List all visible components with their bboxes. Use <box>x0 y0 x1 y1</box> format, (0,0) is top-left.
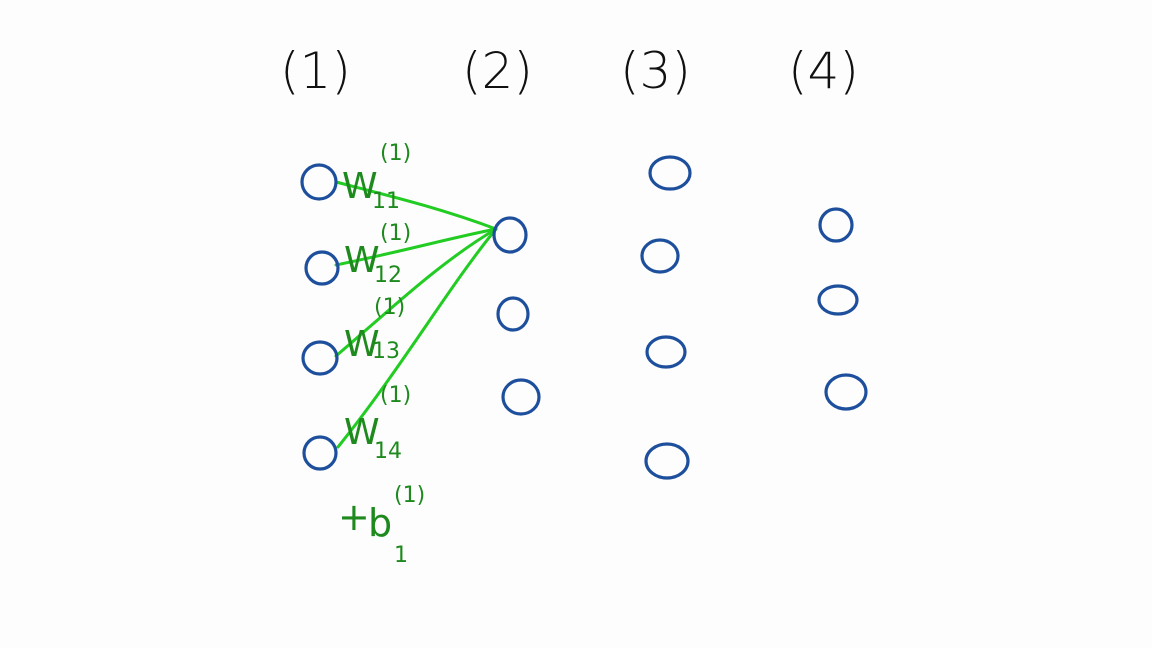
weight-label-w13: W 13 (1) <box>344 295 405 365</box>
node-l3-1 <box>648 155 692 191</box>
node-l1-3 <box>301 340 339 376</box>
weight-subscript: 12 <box>374 263 402 288</box>
edge-w12 <box>334 227 498 267</box>
layer-label-3: (3) <box>620 42 691 100</box>
weight-label-w12: W 12 (1) <box>344 221 411 288</box>
node-l2-2 <box>496 296 530 332</box>
weight-subscript: 11 <box>372 189 400 214</box>
edge-w14 <box>336 227 498 449</box>
bias-subscript: 1 <box>394 543 408 568</box>
weight-symbol: W <box>344 324 380 365</box>
nodes <box>300 155 868 480</box>
bias-symbol: b <box>368 501 392 545</box>
weight-superscript: (1) <box>374 295 405 320</box>
node-l1-1 <box>300 163 338 201</box>
node-l2-3 <box>501 378 541 416</box>
weight-superscript: (1) <box>380 221 411 246</box>
node-l3-3 <box>645 335 687 369</box>
weight-symbol: W <box>344 412 380 453</box>
layer-label-2: (2) <box>462 42 533 100</box>
layer-label-4: (4) <box>788 42 859 100</box>
node-l1-4 <box>302 435 338 471</box>
weight-symbol: W <box>342 166 378 207</box>
edge-w11 <box>334 180 498 231</box>
layer-labels: (1) (2) (3) (4) <box>280 42 859 100</box>
node-l4-1 <box>818 207 854 243</box>
node-l2-1 <box>492 216 528 254</box>
weight-label-w14: W 14 (1) <box>344 383 411 464</box>
bias-superscript: (1) <box>394 483 425 508</box>
node-l1-2 <box>304 250 340 286</box>
weight-subscript: 14 <box>374 439 402 464</box>
node-l4-3 <box>824 373 868 411</box>
weight-label-w11: W 11 (1) <box>342 141 411 214</box>
weight-subscript: 13 <box>372 339 400 364</box>
node-l4-2 <box>817 284 859 316</box>
connection-edges <box>334 180 498 449</box>
bias-label: + b 1 (1) <box>338 483 425 568</box>
layer-label-1: (1) <box>280 42 351 100</box>
node-l3-4 <box>644 442 690 480</box>
weight-labels: W 11 (1) W 12 (1) W 13 (1) W 14 (1) <box>342 141 411 464</box>
bias-prefix: + <box>338 495 370 539</box>
edge-w13 <box>334 227 498 358</box>
weight-superscript: (1) <box>380 383 411 408</box>
weight-symbol: W <box>344 240 380 281</box>
weight-superscript: (1) <box>380 141 411 166</box>
node-l3-2 <box>640 238 680 274</box>
